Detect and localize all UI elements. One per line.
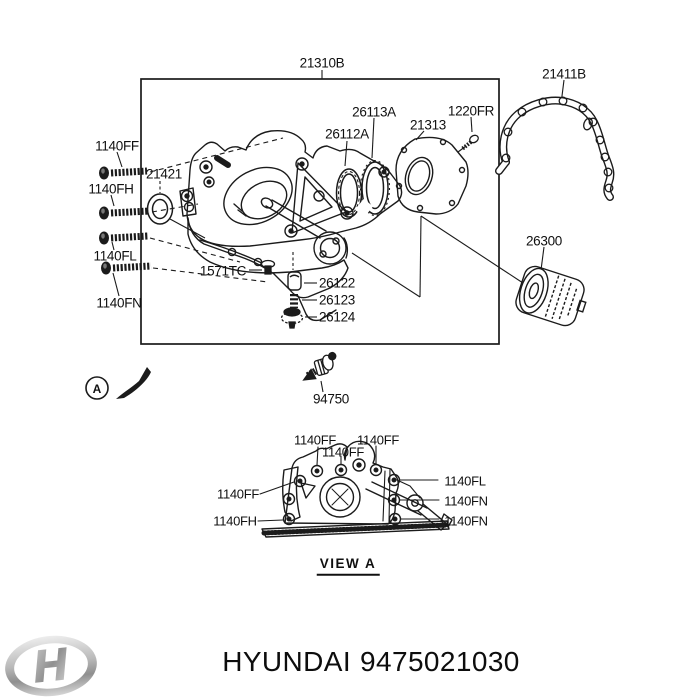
bolt-1140fn-drawing: [101, 261, 152, 275]
bv-label-1140FF-left: 1140FF: [216, 486, 260, 502]
part-label-1140FH: 1140FH: [88, 181, 134, 197]
part-label-26123: 26123: [318, 292, 356, 308]
part-label-21411B: 21411B: [542, 66, 586, 82]
bv-label-1140FF-top-mid: 1140FF: [321, 444, 365, 460]
hyundai-logo-letter: H: [30, 639, 72, 694]
sensor-94750-drawing: [302, 351, 337, 381]
footer-brand: HYUNDAI: [222, 646, 352, 677]
part-label-26112A: 26112A: [325, 126, 369, 142]
bolt-1140fh-drawing: [99, 206, 150, 220]
view-a-caption: VIEW A: [316, 557, 380, 576]
detail-a-marker: A: [85, 367, 151, 400]
cover-21313-drawing: [395, 136, 469, 215]
footer-title: HYUNDAI 9475021030: [222, 646, 520, 678]
part-label-26124: 26124: [318, 309, 356, 325]
bv-label-1140FF-top-left: 1140FF: [293, 432, 337, 448]
part-label-21421: 21421: [145, 166, 183, 182]
bolt-1140ff-drawing: [99, 166, 148, 180]
main-view-frame: [140, 78, 500, 345]
part-label-26300: 26300: [525, 233, 563, 249]
detail-a-letter: A: [93, 382, 102, 396]
oring-26113a-drawing: [354, 159, 391, 218]
part-label-21310B: 21310B: [299, 55, 345, 71]
plug-1571tc-drawing: [260, 259, 276, 275]
gasket-21411b-drawing: [495, 96, 615, 201]
relief-plug-26124-drawing: [280, 307, 304, 329]
part-label-1571TC: 1571TC: [199, 263, 247, 279]
hyundai-logo: H: [5, 635, 97, 697]
part-label-94750: 94750: [312, 391, 350, 407]
part-label-26113A: 26113A: [352, 104, 396, 120]
part-label-21313: 21313: [409, 117, 447, 133]
oil-filter-26300-drawing: [515, 265, 587, 327]
bv-label-1140FN-1: 1140FN: [444, 493, 488, 509]
bv-label-1140FL: 1140FL: [444, 473, 486, 489]
part-label-26122: 26122: [318, 275, 356, 291]
seal-21421-drawing: [146, 193, 174, 225]
relief-plunger-26122-drawing: [287, 271, 302, 291]
bolt-1220fr-drawing: [460, 134, 479, 151]
footer-part-number: 9475021030: [360, 646, 520, 677]
bv-label-1140FF-top-right: 1140FF: [356, 432, 400, 448]
bolt-1140fl-drawing: [99, 231, 149, 245]
bv-label-1140FN-2: 1140FN: [444, 513, 488, 529]
part-label-1140FN: 1140FN: [96, 295, 142, 311]
part-label-1140FL: 1140FL: [93, 248, 137, 264]
bv-label-1140FH: 1140FH: [213, 513, 257, 529]
part-label-1220FR: 1220FR: [447, 103, 495, 119]
part-label-1140FF: 1140FF: [95, 138, 139, 154]
bottom-view-drawing: [257, 440, 453, 538]
front-case-drawing: [179, 129, 403, 322]
